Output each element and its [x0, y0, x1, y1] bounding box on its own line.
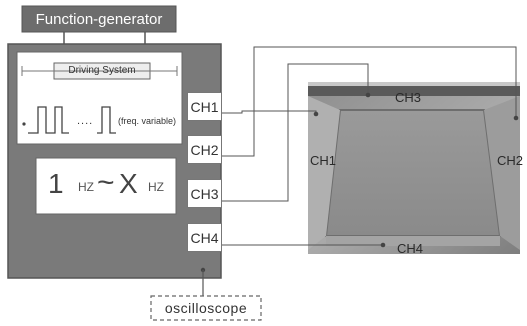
channel-tab-ch3: CH3: [187, 179, 222, 208]
range-min-value: 1: [48, 168, 64, 199]
ch3-plate-dot: [365, 92, 371, 98]
range-min-unit: HZ: [78, 180, 94, 194]
photo-label-ch1: CH1: [310, 153, 337, 168]
function-generator-title: Function-generator: [35, 10, 163, 28]
photo-label-ch4: CH4: [397, 241, 424, 256]
channel-tab-ch1: CH1: [187, 92, 222, 121]
oscilloscope-box: [150, 295, 262, 321]
range-max-value: X: [119, 168, 138, 199]
range-max-unit: HZ: [148, 180, 164, 194]
oscilloscope-label: oscilloscope: [164, 300, 248, 316]
range-tilde: ~: [97, 166, 115, 199]
plate-right-rim: [484, 96, 520, 250]
ch4-plate-dot: [380, 242, 386, 248]
photo-label-ch3: CH3: [395, 90, 422, 105]
ch2-wire: [203, 46, 517, 157]
frequency-display: [35, 157, 177, 215]
square-wave-right: [97, 106, 116, 134]
plate-inner: [324, 109, 502, 237]
ch1-plate-dot: [313, 111, 319, 117]
waveform-dot: [22, 122, 26, 126]
square-wave-left: [28, 106, 69, 134]
channel-tab-ch4: CH4: [187, 223, 222, 252]
photo-label-ch2: CH2: [497, 153, 524, 168]
channel-tab-ch2: CH2: [187, 135, 222, 164]
plate-bottom-strip: [326, 236, 500, 246]
plate-top-bar: [308, 86, 520, 96]
ch2-plate-dot: [513, 115, 519, 121]
function-generator-box: [21, 5, 177, 33]
freq-variable-label: (freq. variable): [118, 116, 177, 126]
plate-left-rim: [308, 96, 340, 250]
driving-system-label: Driving System: [68, 65, 136, 76]
waveform-ellipsis: ....: [77, 115, 94, 127]
ch3-wire: [203, 63, 369, 202]
